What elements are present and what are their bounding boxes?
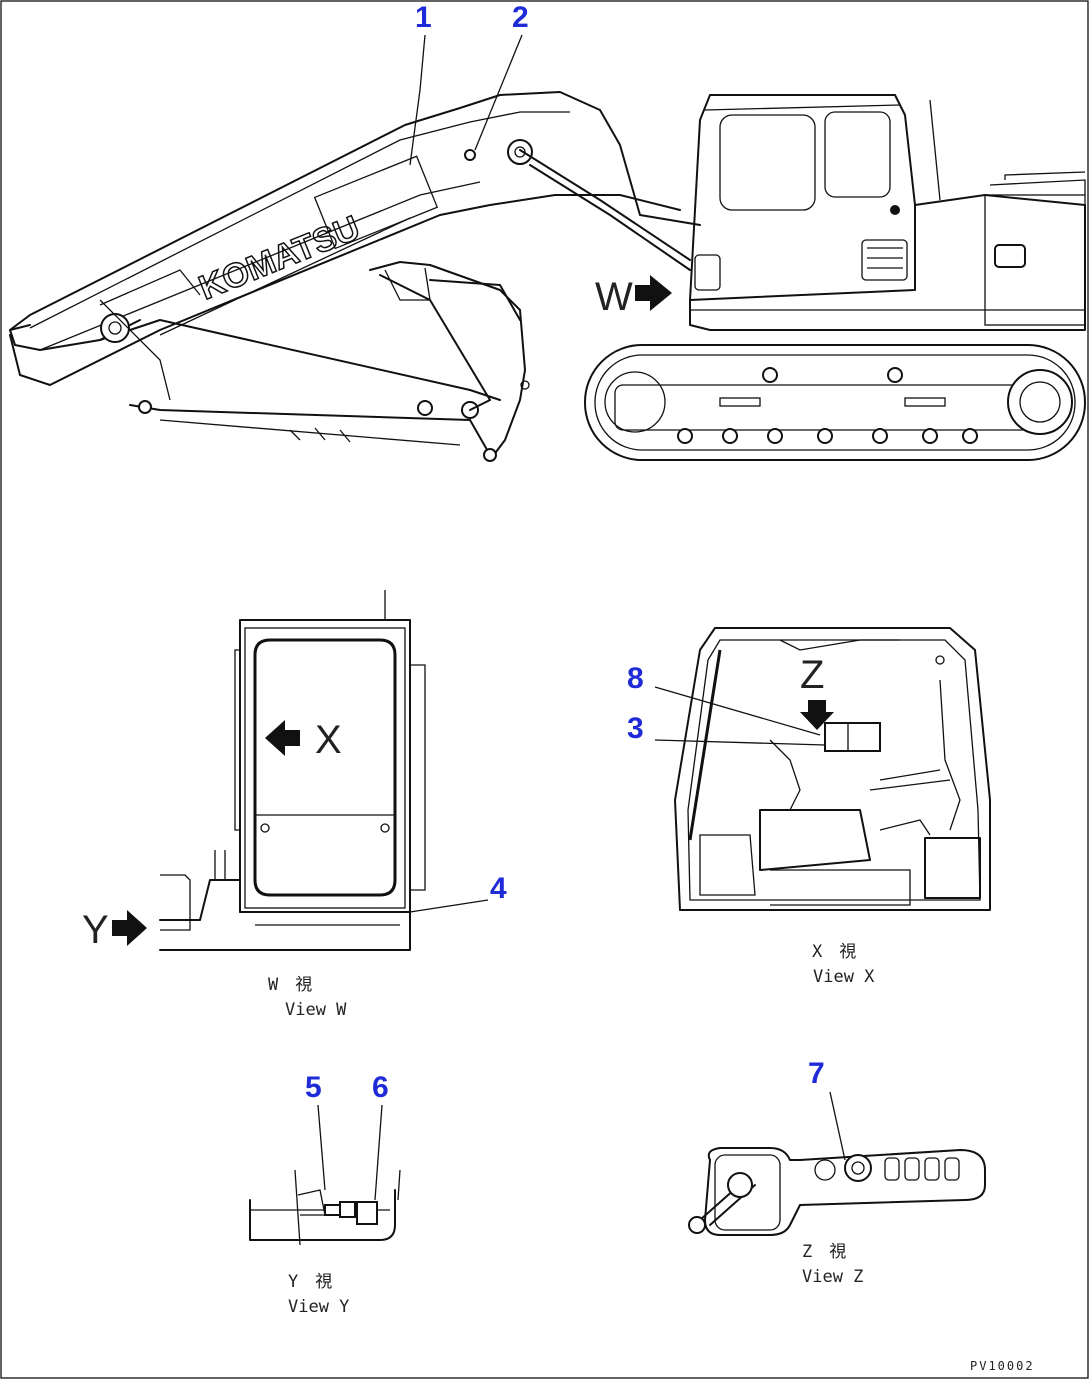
view-w-label-jp: W 視 [268, 975, 312, 995]
excavator-side-view: KOMATSU [9, 91, 1086, 462]
view-w-label-en: View W [285, 1000, 347, 1020]
bucket [369, 261, 530, 462]
cab [689, 94, 916, 301]
boom [9, 91, 701, 386]
view-z-letter: Z [800, 653, 824, 697]
callout-4: 4 [490, 872, 507, 905]
arm [9, 313, 501, 456]
left-arrow-icon [265, 720, 300, 756]
callout-5: 5 [305, 1071, 322, 1104]
view-w: X Y [82, 590, 426, 952]
track [584, 344, 1086, 461]
callout-7: 7 [808, 1057, 825, 1090]
view-w-letter: W [595, 275, 633, 319]
view-z-label-en: View Z [802, 1267, 863, 1287]
callout-6-leader [374, 1104, 383, 1201]
view-x-letter: X [315, 718, 342, 762]
view-x: Z [674, 627, 991, 911]
drawing-code: PV10002 [970, 1359, 1035, 1373]
callout-4-leader [409, 899, 489, 913]
callout-7-leader [829, 1091, 846, 1161]
boom-cylinder [519, 149, 691, 261]
view-x-label-en: View X [813, 967, 875, 987]
view-z-label-jp: Z 視 [802, 1242, 846, 1262]
callout-2-leader [474, 34, 523, 151]
callout-8-leader [654, 686, 821, 736]
view-y-label-en: View Y [288, 1297, 349, 1317]
view-x-label-jp: X 視 [812, 942, 856, 962]
down-arrow-icon [800, 700, 834, 730]
callout-3: 3 [627, 712, 644, 745]
boom-brand-text: KOMATSU [194, 209, 365, 308]
right-arrow-icon [635, 275, 672, 311]
upper-structure [689, 99, 1086, 331]
view-y-letter: Y [82, 908, 109, 952]
view-y-label-jp: Y 視 [288, 1272, 332, 1292]
right-arrow-icon [112, 910, 147, 946]
callout-6: 6 [372, 1071, 389, 1104]
view-z [688, 1147, 986, 1236]
callout-5-leader [317, 1104, 326, 1191]
view-y [249, 1169, 401, 1246]
callout-3-leader [654, 739, 826, 746]
callout-8: 8 [627, 662, 644, 695]
callout-1-leader [409, 34, 426, 166]
callout-2: 2 [512, 1, 529, 34]
arm-hose [99, 299, 171, 401]
callout-1: 1 [415, 1, 432, 34]
